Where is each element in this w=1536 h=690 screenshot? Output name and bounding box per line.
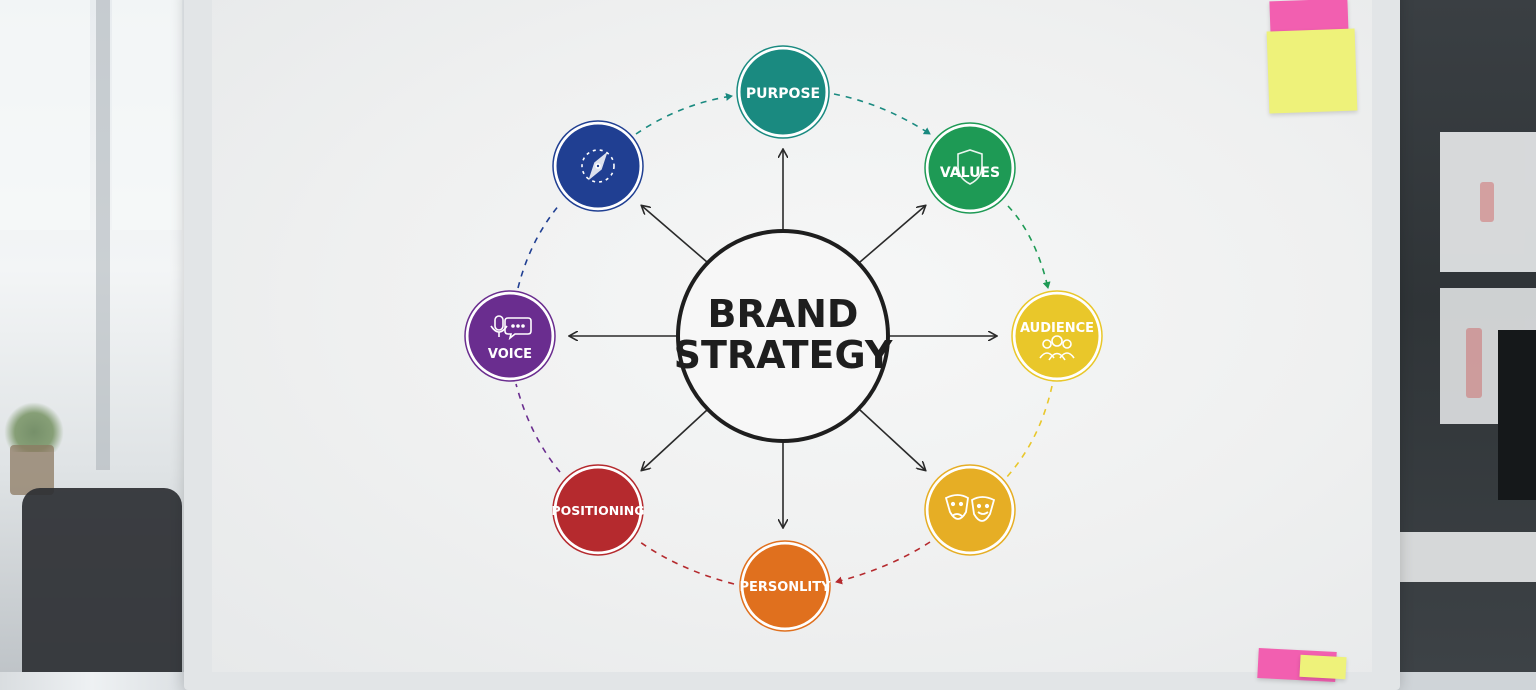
node-audience: AUDIENCE — [1011, 290, 1103, 382]
window-pane — [112, 0, 182, 230]
window-pane — [0, 0, 90, 230]
center-title-line2: STRATEGY — [674, 333, 893, 377]
arrow-to-vision — [642, 206, 708, 263]
connector-masks-personality — [835, 541, 931, 585]
connector-personality-positioning — [639, 541, 735, 585]
arrow-to-values — [859, 206, 925, 263]
theater-masks-icon — [944, 494, 996, 522]
microphone-chat-icon — [490, 315, 532, 341]
node-values-label: VALUES — [940, 165, 1000, 181]
node-purpose-label: PURPOSE — [746, 86, 820, 102]
center-title-line1: BRAND — [708, 292, 859, 336]
monitor — [1498, 330, 1536, 500]
desk — [1396, 532, 1536, 582]
node-purpose: PURPOSE — [736, 45, 830, 139]
connector-voice-vision — [517, 203, 561, 289]
people-icon — [1039, 335, 1075, 361]
node-vision — [552, 120, 644, 212]
node-values: VALUES — [924, 122, 1016, 214]
node-personality-label: PERSONLITY — [739, 580, 831, 595]
dashed-connectors — [515, 92, 1053, 585]
connector-positioning-voice — [515, 383, 561, 473]
arrow-to-positioning — [642, 409, 708, 470]
node-positioning: POSITIONING — [551, 464, 645, 556]
connector-values-audience — [1007, 205, 1051, 289]
background-office-right — [1396, 0, 1536, 672]
connector-audience-masks — [1005, 385, 1053, 479]
center-node: BRAND STRATEGY — [674, 229, 893, 443]
node-voice-label: VOICE — [488, 347, 532, 362]
node-masks — [924, 464, 1016, 556]
plant-pot — [10, 445, 54, 495]
brand-strategy-diagram: BRAND STRATEGY PURPOSE VALUES AUDIENCE — [464, 45, 1103, 632]
plant — [4, 402, 64, 452]
node-audience-label: AUDIENCE — [1020, 321, 1094, 336]
node-personality: PERSONLITY — [739, 540, 831, 632]
background-office-left — [0, 0, 190, 672]
shield-icon — [957, 149, 983, 185]
arrow-to-masks — [859, 409, 925, 470]
office-chair — [22, 488, 182, 672]
compass-icon — [581, 149, 615, 183]
center-arrows — [570, 150, 996, 527]
node-positioning-label: POSITIONING — [551, 503, 644, 518]
wall-frame — [1440, 132, 1536, 272]
window-frame — [96, 0, 110, 470]
node-voice: VOICE — [464, 290, 556, 382]
connector-vision-purpose — [635, 92, 733, 135]
connector-purpose-values — [833, 93, 931, 135]
